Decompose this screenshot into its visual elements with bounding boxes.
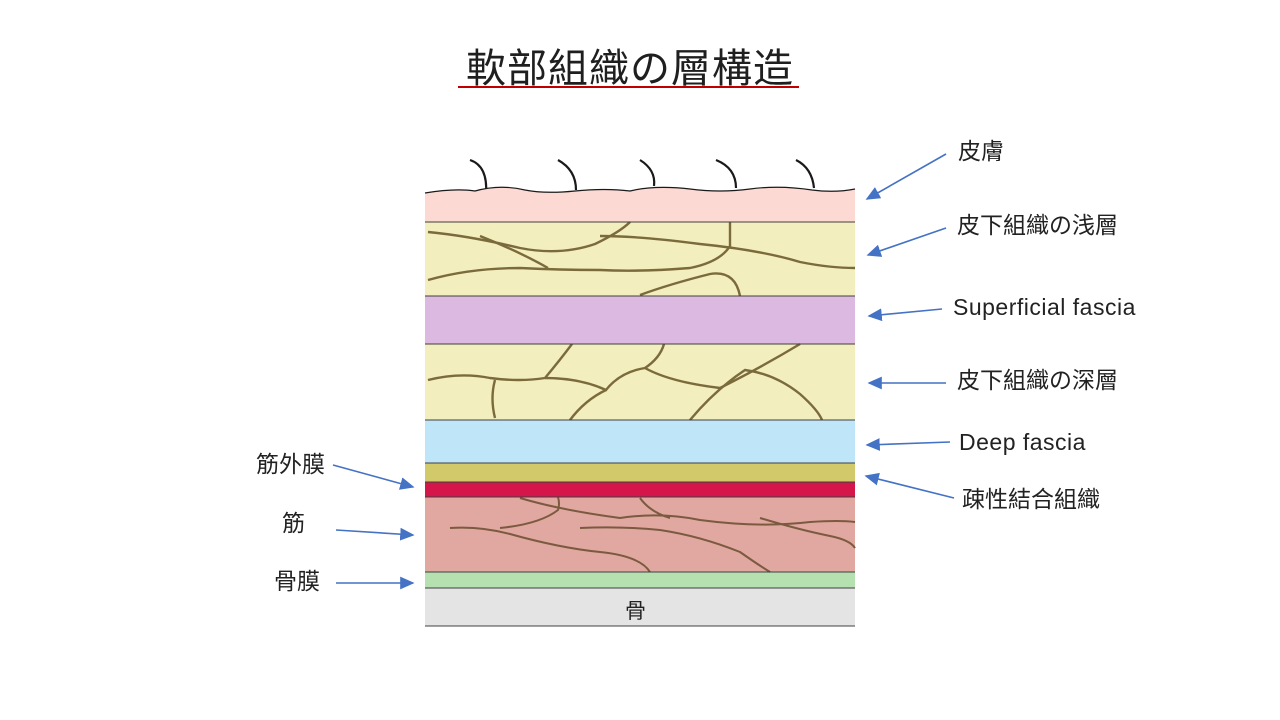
- label-subcut-superficial: 皮下組織の浅層: [957, 213, 1118, 239]
- arrow-subcut-superficial: [866, 227, 947, 257]
- hair: [715, 158, 738, 189]
- skin-surface-line: [424, 186, 856, 194]
- hair: [795, 159, 816, 189]
- fibers-subcut-superficial: [427, 221, 856, 297]
- layer-subcut-deep: [425, 344, 855, 420]
- arrows-right: [864, 153, 955, 499]
- layer-subcut-superficial: [425, 222, 855, 296]
- label-muscle: 筋: [282, 511, 305, 537]
- arrow-skin: [865, 153, 947, 200]
- arrow-loose-connective: [864, 472, 955, 499]
- label-superficial-fascia: Superficial fascia: [953, 294, 1136, 320]
- arrow-epimysium: [332, 464, 415, 490]
- layer-superficial-fascia: [425, 296, 855, 344]
- label-periosteum: 骨膜: [274, 569, 320, 595]
- hair: [639, 159, 656, 187]
- layer-periosteum: [425, 572, 855, 588]
- label-bone: 骨: [625, 599, 646, 623]
- arrow-deep-fascia: [865, 438, 951, 451]
- layer-bone: [425, 588, 855, 626]
- title-underline: [458, 86, 799, 88]
- layer-boundaries: [425, 221, 855, 627]
- label-skin: 皮膚: [958, 139, 1004, 165]
- hair: [557, 159, 578, 191]
- arrows-left: [332, 464, 415, 590]
- label-loose-connective: 疎性結合組織: [962, 487, 1100, 513]
- fibers-muscle: [449, 496, 856, 573]
- layer-epimysium: [425, 482, 855, 497]
- layer-loose-connective: [425, 463, 855, 482]
- layer-muscle: [425, 497, 855, 572]
- layer-skin: [425, 187, 855, 222]
- layer-deep-fascia: [425, 420, 855, 463]
- diagram-title: 軟部組織の層構造: [466, 46, 794, 92]
- label-subcut-deep: 皮下組織の深層: [957, 368, 1118, 394]
- arrow-muscle: [335, 527, 415, 541]
- arrow-superficial-fascia: [867, 308, 943, 322]
- label-deep-fascia: Deep fascia: [959, 429, 1086, 455]
- label-epimysium: 筋外膜: [256, 452, 325, 478]
- fibers-subcut-deep: [427, 342, 824, 421]
